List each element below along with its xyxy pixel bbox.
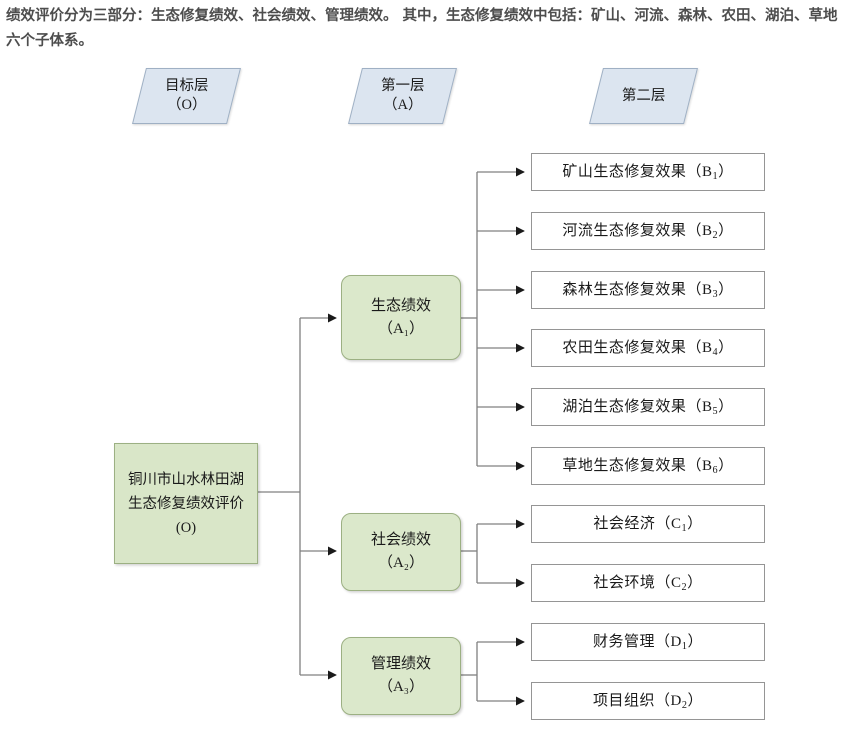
criterion-a3[interactable]: 管理绩效 （A₃） bbox=[341, 637, 461, 715]
indicator-b6-label: 草地生态修复效果（B6） bbox=[562, 458, 734, 476]
banner-first-layer-label: 第一层 （A） bbox=[380, 78, 425, 113]
indicator-b1[interactable]: 矿山生态修复效果（B1） bbox=[531, 153, 765, 191]
indicator-c1-label: 社会经济（C1） bbox=[593, 516, 703, 534]
indicator-b3[interactable]: 森林生态修复效果（B3） bbox=[531, 271, 765, 309]
criterion-a1[interactable]: 生态绩效 （A₁） bbox=[341, 275, 461, 360]
criterion-a2-label: 社会绩效 （A₂） bbox=[370, 532, 431, 571]
indicator-c1[interactable]: 社会经济（C1） bbox=[531, 505, 765, 543]
indicator-b4-label: 农田生态修复效果（B4） bbox=[562, 340, 734, 358]
indicator-b2-label: 河流生态修复效果（B2） bbox=[562, 223, 734, 241]
indicator-b6[interactable]: 草地生态修复效果（B6） bbox=[531, 447, 765, 485]
banner-goal-layer-label: 目标层 （O） bbox=[164, 78, 209, 113]
indicator-b5[interactable]: 湖泊生态修复效果（B5） bbox=[531, 388, 765, 426]
goal-node-label: 铜川市山水林田湖生态修复绩效评价(O) bbox=[128, 471, 244, 536]
criterion-a2[interactable]: 社会绩效 （A₂） bbox=[341, 513, 461, 591]
indicator-c2-label: 社会环境（C2） bbox=[593, 575, 703, 593]
indicator-b1-label: 矿山生态修复效果（B1） bbox=[562, 164, 734, 182]
indicator-d2-label: 项目组织（D2） bbox=[593, 693, 703, 711]
banner-second-layer-label: 第二层 bbox=[621, 87, 666, 104]
indicator-d1-label: 财务管理（D1） bbox=[593, 634, 703, 652]
banner-first-layer: 第一层 （A） bbox=[348, 68, 457, 124]
indicator-d1[interactable]: 财务管理（D1） bbox=[531, 623, 765, 661]
indicator-b5-label: 湖泊生态修复效果（B5） bbox=[562, 399, 734, 417]
indicator-b4[interactable]: 农田生态修复效果（B4） bbox=[531, 329, 765, 367]
banner-second-layer: 第二层 bbox=[589, 68, 698, 124]
indicator-b3-label: 森林生态修复效果（B3） bbox=[562, 282, 734, 300]
banner-goal-layer: 目标层 （O） bbox=[132, 68, 241, 124]
criterion-a3-label: 管理绩效 （A₃） bbox=[370, 656, 431, 695]
goal-node[interactable]: 铜川市山水林田湖生态修复绩效评价(O) bbox=[114, 443, 258, 564]
diagram-caption: 绩效评价分为三部分：生态修复绩效、社会绩效、管理绩效。 其中，生态修复绩效中包括… bbox=[6, 8, 838, 49]
indicator-b2[interactable]: 河流生态修复效果（B2） bbox=[531, 212, 765, 250]
indicator-c2[interactable]: 社会环境（C2） bbox=[531, 564, 765, 602]
indicator-d2[interactable]: 项目组织（D2） bbox=[531, 682, 765, 720]
criterion-a1-label: 生态绩效 （A₁） bbox=[370, 297, 431, 337]
